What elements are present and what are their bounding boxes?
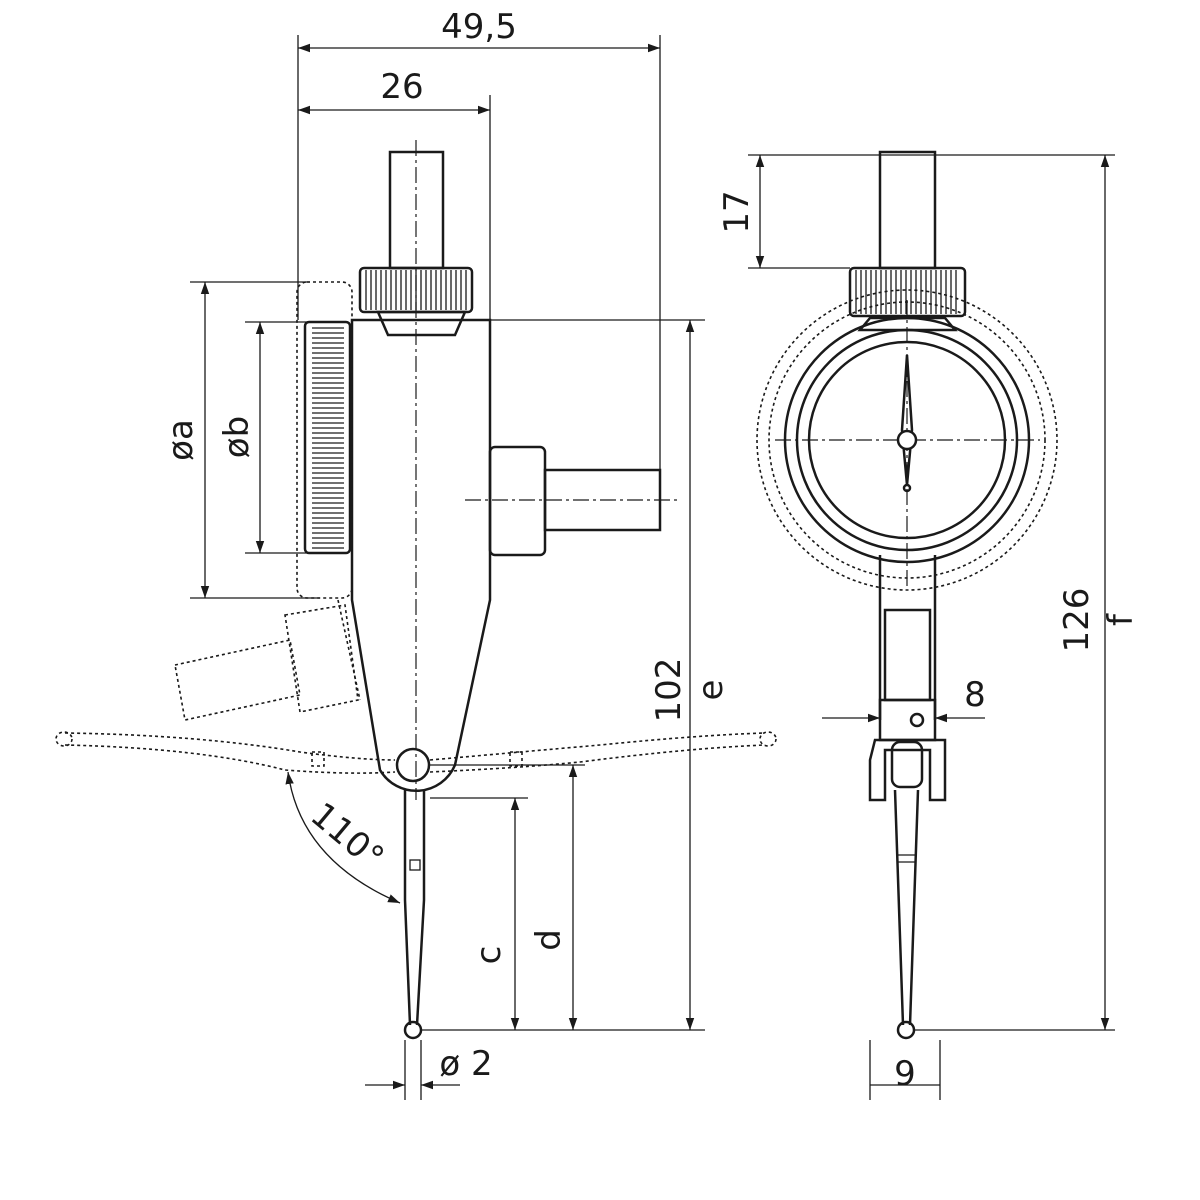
dim-height-body: 102 [649, 658, 689, 723]
dial [756, 289, 1058, 591]
dim-dia-a: øa [161, 419, 201, 461]
dim-neck-width: 8 [964, 675, 986, 715]
dim-height-total-letter: f [1101, 613, 1141, 626]
dim-ball-width: 9 [894, 1054, 916, 1094]
dim-ball-dia: ø 2 [439, 1044, 492, 1084]
front-view [756, 150, 1058, 1040]
pivot [395, 747, 431, 783]
indicator-body [350, 318, 492, 792]
front-stem [878, 150, 937, 270]
dim-swivel-angle: 110° [303, 795, 391, 878]
dim-width-total: 49,5 [441, 7, 517, 47]
stylus [403, 790, 426, 1040]
dial-bezel [296, 281, 353, 599]
dim-width-body: 26 [380, 67, 423, 107]
dim-height-body-letter: e [691, 680, 731, 701]
dim-stem-length: 17 [717, 190, 757, 233]
dim-stylus-d: d [529, 929, 569, 951]
dim-dia-b: øb [217, 416, 257, 458]
dim-height-total: 126 [1057, 588, 1097, 653]
dim-stylus-c: c [469, 946, 509, 965]
clamp-shaft [488, 445, 662, 557]
side-view [55, 140, 777, 1040]
alt-shaft-position [174, 599, 361, 721]
dimensions-front: 17 126 f 8 9 [717, 154, 1141, 1100]
front-neck [868, 555, 947, 802]
front-stylus [893, 789, 920, 1040]
dimensions-side: 49,5 26 øa øb 102 e c d 110° ø 2 [161, 7, 731, 1100]
